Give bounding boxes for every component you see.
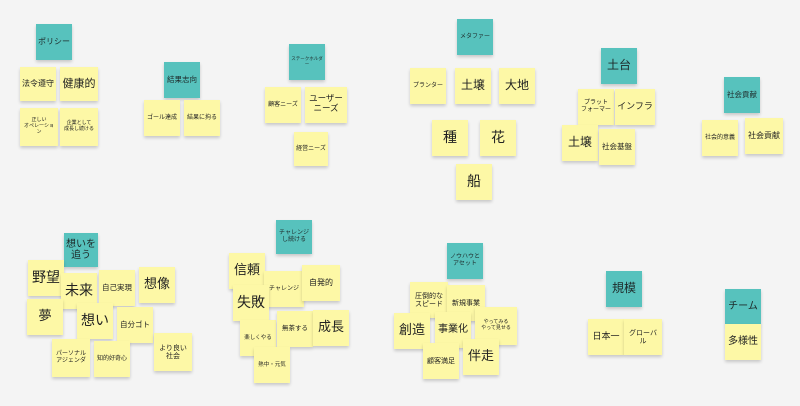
sticky-header-6[interactable]: 想いを 追う xyxy=(64,233,98,267)
sticky-note-7-7[interactable]: 熱中・元気 xyxy=(254,347,290,383)
sticky-note-8-5[interactable]: 伴走 xyxy=(463,339,499,375)
sticky-note-4-1[interactable]: インフラ xyxy=(615,89,655,125)
sticky-header-3[interactable]: メタファー xyxy=(457,19,493,55)
sticky-header-7[interactable]: チャレンジ し続ける xyxy=(276,220,312,254)
sticky-note-2-1[interactable]: ユーザー ニーズ xyxy=(305,87,347,123)
sticky-note-7-5[interactable]: 無茶する xyxy=(277,311,313,347)
sticky-note-3-1[interactable]: 土壌 xyxy=(455,68,491,104)
sticky-note-1-0[interactable]: ゴール達成 xyxy=(144,100,180,136)
sticky-note-3-0[interactable]: プランター xyxy=(410,68,446,104)
sticky-header-1[interactable]: 結果志向 xyxy=(164,62,200,98)
sticky-header-9[interactable]: 規模 xyxy=(606,271,642,307)
sticky-note-6-0[interactable]: 野望 xyxy=(28,260,64,296)
sticky-note-7-6[interactable]: 成長 xyxy=(313,310,349,346)
sticky-header-0[interactable]: ポリシー xyxy=(36,24,72,60)
sticky-note-6-2[interactable]: 自己実現 xyxy=(99,270,135,306)
sticky-note-3-2[interactable]: 大地 xyxy=(499,68,535,104)
sticky-note-4-3[interactable]: 社会基盤 xyxy=(599,129,635,165)
sticky-header-8[interactable]: ノウハウと アセット xyxy=(447,243,483,279)
sticky-note-0-3[interactable]: 企業として 成長し続ける xyxy=(60,108,98,146)
sticky-header-2[interactable]: ステークホルダー xyxy=(289,44,325,80)
sticky-note-7-3[interactable]: 失敗 xyxy=(233,285,269,321)
sticky-note-3-4[interactable]: 花 xyxy=(480,120,516,156)
sticky-note-0-2[interactable]: 正しい オペレーション xyxy=(20,108,58,146)
sticky-note-10-0[interactable]: 多様性 xyxy=(725,324,761,360)
sticky-note-0-1[interactable]: 健康的 xyxy=(60,67,98,101)
sticky-header-10[interactable]: チーム xyxy=(725,289,761,325)
sticky-note-7-2[interactable]: 自発的 xyxy=(302,265,340,301)
sticky-header-4[interactable]: 土台 xyxy=(601,48,637,84)
sticky-note-3-5[interactable]: 船 xyxy=(456,164,492,200)
sticky-note-7-1[interactable]: チャレンジ xyxy=(264,271,304,307)
sticky-note-2-2[interactable]: 経営ニーズ xyxy=(294,132,328,166)
sticky-note-5-1[interactable]: 社会貢献 xyxy=(745,118,783,154)
sticky-note-2-0[interactable]: 顧客ニーズ xyxy=(265,87,301,123)
sticky-note-1-1[interactable]: 結果に拘る xyxy=(184,100,220,136)
sticky-note-5-0[interactable]: 社会的意義 xyxy=(702,120,738,156)
sticky-note-9-0[interactable]: 日本一 xyxy=(588,319,624,355)
sticky-note-4-0[interactable]: プラット フォーマー xyxy=(578,89,614,125)
sticky-note-0-0[interactable]: 法令遵守 xyxy=(20,67,56,101)
sticky-note-6-5[interactable]: 想い xyxy=(77,303,113,339)
sticky-note-6-4[interactable]: 夢 xyxy=(27,299,63,335)
sticky-note-9-1[interactable]: グローバル xyxy=(624,319,662,355)
sticky-note-6-7[interactable]: パーソナル アジェンダ xyxy=(52,339,90,377)
sticky-header-5[interactable]: 社会貢献 xyxy=(724,77,760,113)
sticky-note-6-9[interactable]: より良い 社会 xyxy=(154,333,192,371)
sticky-note-7-0[interactable]: 信頼 xyxy=(229,253,265,289)
sticky-note-6-8[interactable]: 知的好奇心 xyxy=(94,341,130,377)
sticky-note-3-3[interactable]: 種 xyxy=(432,120,468,156)
sticky-note-6-6[interactable]: 自分ゴト xyxy=(117,307,153,343)
sticky-note-4-2[interactable]: 土壌 xyxy=(562,125,598,161)
sticky-note-6-3[interactable]: 想像 xyxy=(139,267,175,303)
sticky-note-8-4[interactable]: やってみる やって見せる xyxy=(475,307,517,345)
sticky-note-8-6[interactable]: 顧客満足 xyxy=(423,343,459,379)
